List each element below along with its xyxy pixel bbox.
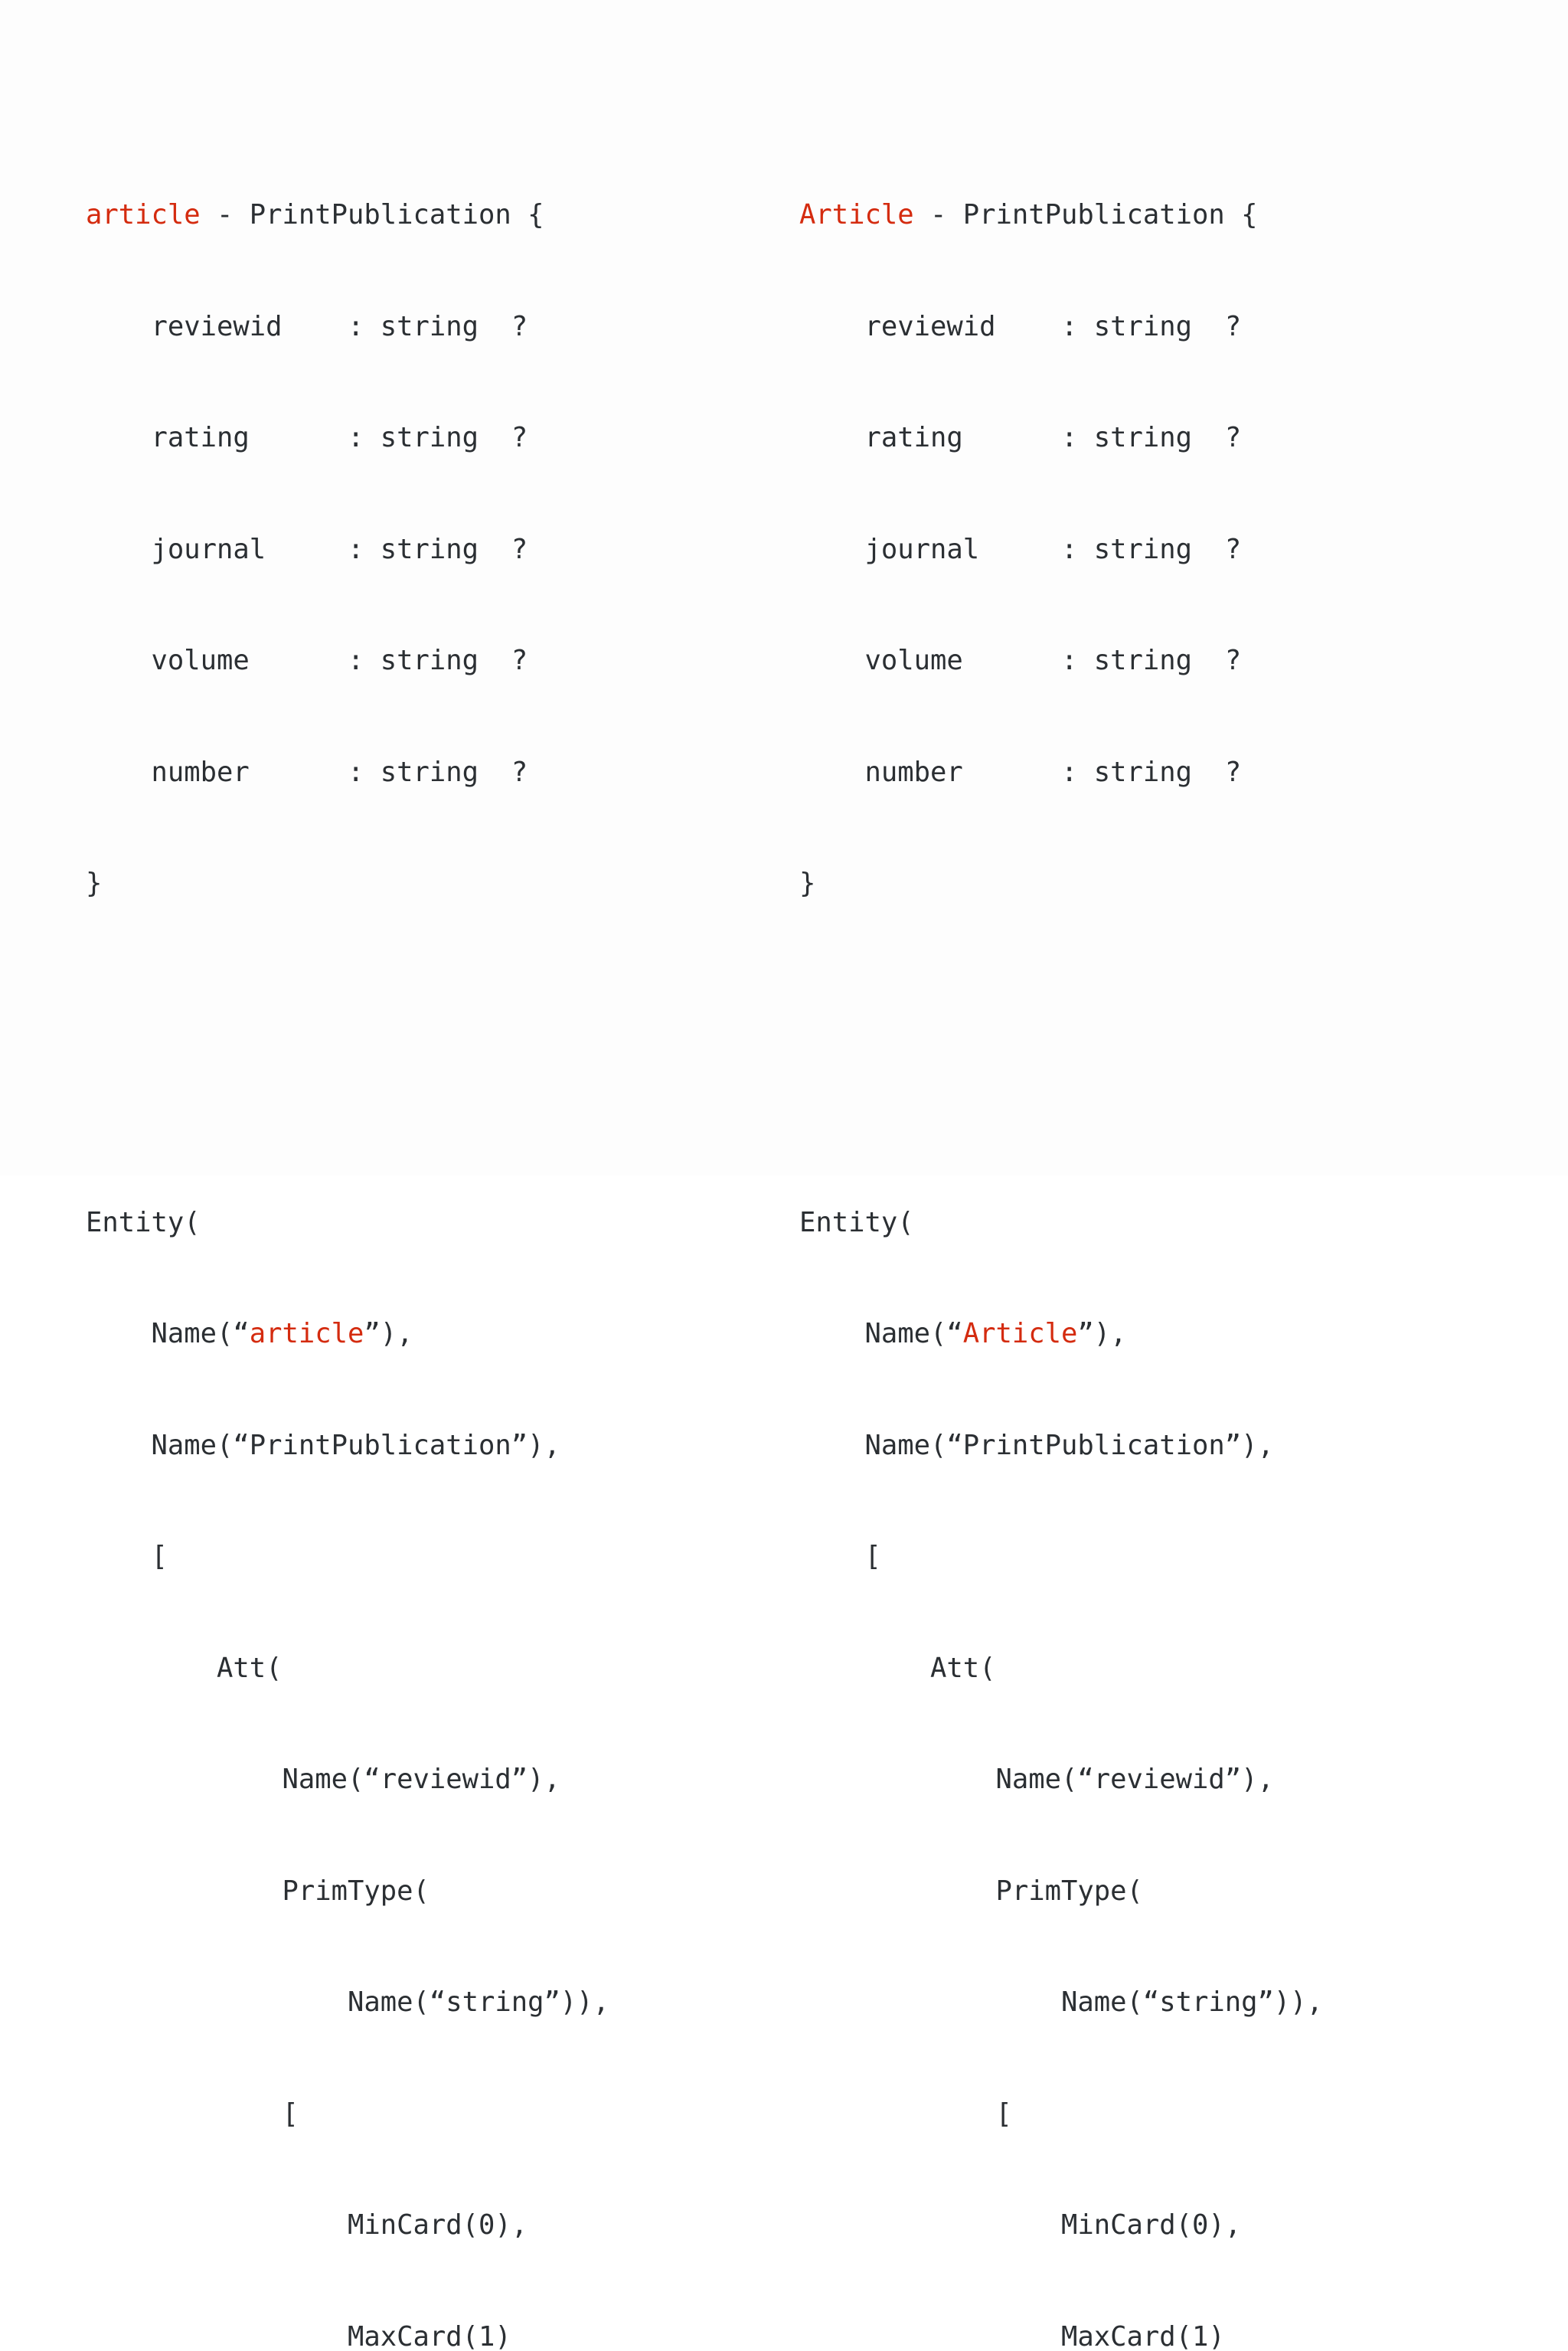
schema-field-text: journal : string ? — [86, 534, 528, 565]
ast-entity-name-line: Name(“Article”), — [799, 1316, 1323, 1353]
ast-entity-open: Entity( — [799, 1205, 1323, 1242]
ast-supertype-name: Name(“PrintPublication”), — [799, 1427, 1323, 1465]
ast-block-right: Entity( Name(“Article”), Name(“PrintPubl… — [799, 1130, 1323, 2351]
ast-primtype-open: PrimType( — [799, 1873, 1323, 1911]
schema-close-brace: } — [86, 865, 544, 903]
ast-block-left: Entity( Name(“article”), Name(“PrintPubl… — [86, 1130, 609, 2351]
ast-att-name: Name(“reviewid”), — [86, 1761, 609, 1799]
schema-close-brace: } — [799, 865, 1257, 903]
ast-entity-name-left: article — [250, 1318, 364, 1349]
ast-entity-name-line: Name(“article”), — [86, 1316, 609, 1353]
schema-field-row: reviewid : string ? — [86, 309, 544, 346]
ast-primtype-name: Name(“string”)), — [799, 1984, 1323, 2022]
ast-supertype-name: Name(“PrintPublication”), — [86, 1427, 609, 1465]
schema-field-text: reviewid : string ? — [799, 311, 1241, 342]
schema-field-row: volume : string ? — [799, 643, 1257, 680]
ast-maxcard: MaxCard(1) — [799, 2319, 1323, 2351]
ast-entity-open: Entity( — [86, 1205, 609, 1242]
schema-field-text: number : string ? — [86, 757, 528, 788]
ast-name-close: ”), — [1077, 1318, 1126, 1349]
schema-field-row: journal : string ? — [86, 531, 544, 569]
schema-field-text: journal : string ? — [799, 534, 1241, 565]
schema-field-row: rating : string ? — [799, 420, 1257, 457]
ast-mincard: MinCard(0), — [799, 2207, 1323, 2245]
schema-header-rest: - PrintPublication { — [201, 199, 544, 231]
ast-card-list-open: [ — [86, 2096, 609, 2134]
ast-name-open: Name(“ — [799, 1318, 963, 1349]
schema-header-rest: - PrintPublication { — [914, 199, 1258, 231]
schema-header-line: article - PrintPublication { — [86, 197, 544, 234]
schema-field-text: volume : string ? — [86, 645, 528, 676]
entity-name-right: Article — [799, 199, 914, 231]
ast-name-open: Name(“ — [86, 1318, 250, 1349]
ast-entity-name-right: Article — [963, 1318, 1078, 1349]
ast-att-name: Name(“reviewid”), — [799, 1761, 1323, 1799]
ast-attr-list-open: [ — [799, 1538, 1323, 1576]
entity-name-left: article — [86, 199, 201, 231]
schema-field-text: number : string ? — [799, 757, 1241, 788]
ast-att-open: Att( — [86, 1650, 609, 1688]
schema-field-row: rating : string ? — [86, 420, 544, 457]
ast-maxcard: MaxCard(1) — [86, 2319, 609, 2351]
schema-block-left: article - PrintPublication { reviewid : … — [86, 123, 544, 977]
page-background: article - PrintPublication { reviewid : … — [0, 0, 1568, 1176]
ast-name-close: ”), — [364, 1318, 413, 1349]
schema-field-text: volume : string ? — [799, 645, 1241, 676]
ast-att-open: Att( — [799, 1650, 1323, 1688]
ast-card-list-open: [ — [799, 2096, 1323, 2134]
ast-attr-list-open: [ — [86, 1538, 609, 1576]
code-columns: article - PrintPublication { reviewid : … — [0, 0, 1568, 1176]
schema-field-row: journal : string ? — [799, 531, 1257, 569]
schema-field-row: number : string ? — [799, 754, 1257, 792]
ast-primtype-name: Name(“string”)), — [86, 1984, 609, 2022]
schema-field-text: rating : string ? — [86, 422, 528, 453]
schema-field-row: number : string ? — [86, 754, 544, 792]
schema-field-row: reviewid : string ? — [799, 309, 1257, 346]
schema-field-row: volume : string ? — [86, 643, 544, 680]
schema-field-text: reviewid : string ? — [86, 311, 528, 342]
ast-primtype-open: PrimType( — [86, 1873, 609, 1911]
schema-header-line: Article - PrintPublication { — [799, 197, 1257, 234]
ast-mincard: MinCard(0), — [86, 2207, 609, 2245]
panel-right: Article - PrintPublication { reviewid : … — [799, 123, 1488, 2351]
panel-left: article - PrintPublication { reviewid : … — [86, 123, 775, 2351]
schema-field-text: rating : string ? — [799, 422, 1241, 453]
schema-block-right: Article - PrintPublication { reviewid : … — [799, 123, 1257, 977]
